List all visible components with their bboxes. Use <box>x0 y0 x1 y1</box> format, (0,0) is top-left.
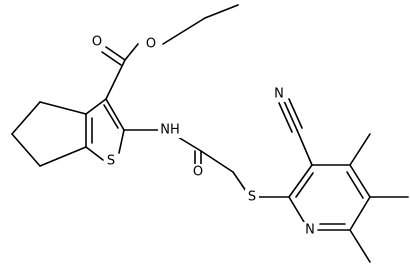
bond-s-c2 <box>118 129 125 154</box>
bond-pyc5-pyc6 <box>349 196 371 231</box>
atom-thiophene-s: S <box>104 153 118 169</box>
bond-c3-c3a <box>85 98 107 115</box>
bond-carbonyl-c3 <box>105 59 126 100</box>
bond-c5-c6 <box>11 133 41 167</box>
bond-o-carbonyl-c <box>124 43 139 61</box>
atom-label-o: O <box>146 37 156 52</box>
atom-label-s: S <box>107 154 115 169</box>
atom-nitrile-n: N <box>272 86 286 102</box>
atom-amide-o: O <box>191 164 205 180</box>
atom-label-n: N <box>274 87 284 102</box>
bond-pyc4-pyc5 <box>349 164 371 198</box>
bond-ch2-s <box>232 171 247 192</box>
atom-amide-nh: NH <box>158 122 182 138</box>
bond-pyn-pyc2 <box>288 196 305 223</box>
bond-cn-triple-c <box>278 102 293 133</box>
bond-cn-triple-a <box>283 100 298 131</box>
bond-carbonyl-double-a <box>105 46 126 61</box>
atom-label-nh: NH <box>160 123 180 138</box>
bond-pyc2-pyc3 <box>288 164 313 198</box>
atom-label-o: O <box>193 165 203 180</box>
atom-label-s: S <box>248 190 256 205</box>
atom-pyridine-n: N <box>303 222 317 238</box>
bond-pyc4-methyl <box>349 133 371 166</box>
bond-pyc6-methyl <box>349 229 371 263</box>
bond-c3a-c4 <box>39 101 87 115</box>
bond-pyc4-pyc5-inner <box>346 171 364 199</box>
bond-pyc3-cn <box>296 129 313 166</box>
atom-label-o: O <box>92 35 102 50</box>
bond-c6-c6a <box>39 146 87 167</box>
bond-ethyl-ch3 <box>204 4 239 19</box>
bond-pyc2-pyc3-inner <box>295 172 314 198</box>
bond-cn-triple-b <box>288 98 303 129</box>
bond-c4-c5 <box>11 101 41 135</box>
atom-thioether-s: S <box>245 189 259 205</box>
atom-label-n: N <box>305 223 315 238</box>
atom-ester-o-carbonyl: O <box>90 34 104 50</box>
bond-c2-c3-inner <box>103 104 119 129</box>
bond-amide-ch2 <box>200 150 234 173</box>
bond-c6a-s <box>85 146 104 161</box>
atom-labels: O O S NH O S N N <box>90 34 317 238</box>
bonds <box>11 4 409 263</box>
atom-ester-o-single: O <box>144 36 158 52</box>
bond-carbonyl-double-b <box>101 51 122 66</box>
bond-c2-c3 <box>105 98 125 131</box>
bond-ethyl-ch2-o <box>162 17 206 45</box>
bond-nh-amide-c <box>177 136 202 152</box>
